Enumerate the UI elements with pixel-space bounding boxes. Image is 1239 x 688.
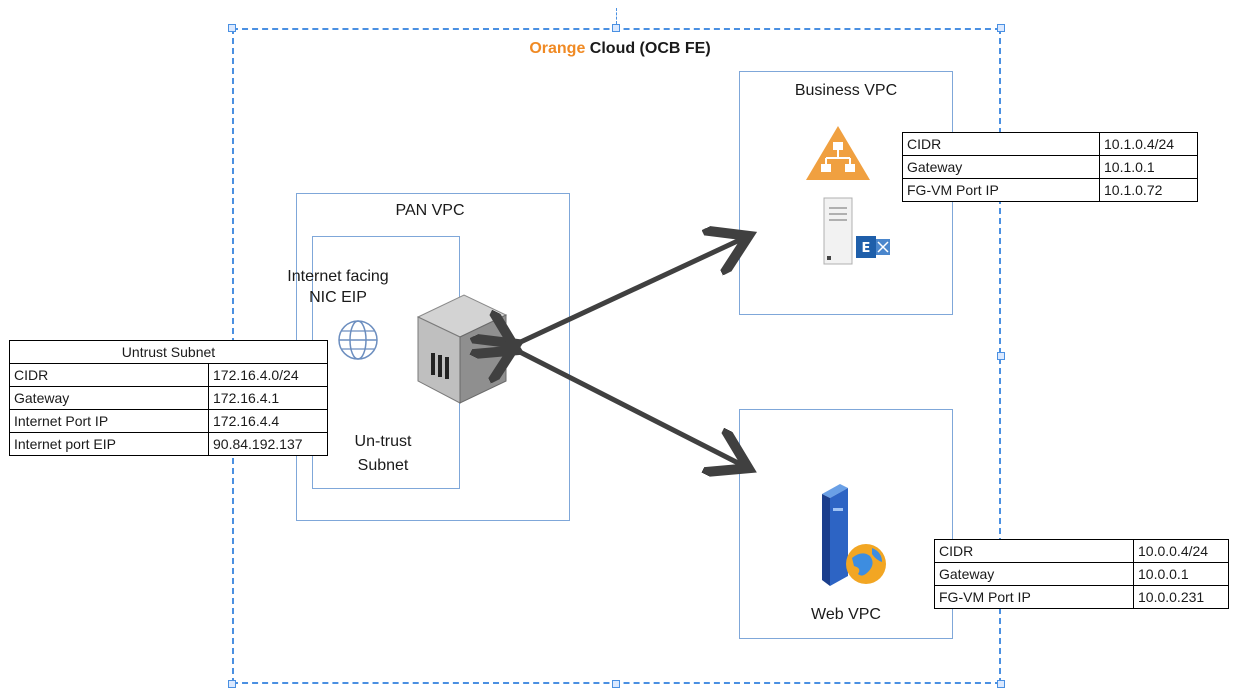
table-row: CIDR 10.1.0.4/24 xyxy=(902,132,1198,156)
table-key: CIDR xyxy=(902,132,1100,156)
table-row: CIDR 10.0.0.4/24 xyxy=(934,539,1229,563)
table-row: Internet Port IP 172.16.4.4 xyxy=(9,409,328,433)
table-key: Gateway xyxy=(934,562,1134,586)
table-key: FG-VM Port IP xyxy=(902,178,1100,202)
table-row: Gateway 172.16.4.1 xyxy=(9,386,328,410)
table-row: Gateway 10.0.0.1 xyxy=(934,562,1229,586)
table-row: FG-VM Port IP 10.1.0.72 xyxy=(902,178,1198,202)
internet-facing-line1: Internet facing xyxy=(287,268,389,285)
table-row: Internet port EIP 90.84.192.137 xyxy=(9,432,328,456)
table-key: CIDR xyxy=(934,539,1134,563)
table-value: 10.0.0.1 xyxy=(1133,562,1229,586)
table-key: Internet Port IP xyxy=(9,409,209,433)
resize-handle-mr[interactable] xyxy=(997,352,1005,360)
arrow-to-business-vpc xyxy=(512,238,744,346)
cloud-title-accent: Orange xyxy=(529,40,586,57)
resize-handle-tr[interactable] xyxy=(997,24,1005,32)
table-key: Gateway xyxy=(902,155,1100,179)
pan-vpc-label: PAN VPC xyxy=(395,202,465,219)
untrust-subnet-table: Untrust Subnet CIDR 172.16.4.0/24 Gatewa… xyxy=(9,340,328,456)
table-key: Internet port EIP xyxy=(9,432,209,456)
table-key: CIDR xyxy=(9,363,209,387)
table-row: Gateway 10.1.0.1 xyxy=(902,155,1198,179)
cloud-title: Orange Cloud (OCB FE) xyxy=(500,40,740,58)
untrust-table-header: Untrust Subnet xyxy=(9,340,328,364)
table-value: 172.16.4.4 xyxy=(208,409,328,433)
web-vpc-label: Web VPC xyxy=(811,606,881,623)
table-header-row: Untrust Subnet xyxy=(9,340,328,364)
web-vpc-box xyxy=(739,409,953,639)
untrust-subnet-label: Un-trust Subnet xyxy=(318,430,448,478)
exchange-server-icon: E xyxy=(822,196,894,266)
resize-handle-tl[interactable] xyxy=(228,24,236,32)
business-vpc-table: CIDR 10.1.0.4/24 Gateway 10.1.0.1 FG-VM … xyxy=(902,132,1198,202)
table-value: 10.0.0.4/24 xyxy=(1133,539,1229,563)
table-value: 10.1.0.72 xyxy=(1099,178,1198,202)
cloud-title-rest: Cloud (OCB FE) xyxy=(585,40,711,57)
resize-handle-tm[interactable] xyxy=(612,24,620,32)
table-value: 10.1.0.1 xyxy=(1099,155,1198,179)
table-value: 172.16.4.1 xyxy=(208,386,328,410)
table-row: CIDR 172.16.4.0/24 xyxy=(9,363,328,387)
web-vpc-table: CIDR 10.0.0.4/24 Gateway 10.0.0.1 FG-VM … xyxy=(934,539,1229,609)
untrust-line1: Un-trust xyxy=(354,433,412,450)
untrust-line2: Subnet xyxy=(357,457,409,474)
table-value: 10.0.0.231 xyxy=(1133,585,1229,609)
arrow-to-web-vpc xyxy=(512,348,744,466)
svg-text:E: E xyxy=(862,241,871,256)
web-server-icon xyxy=(818,480,890,590)
table-key: FG-VM Port IP xyxy=(934,585,1134,609)
table-row: FG-VM Port IP 10.0.0.231 xyxy=(934,585,1229,609)
network-topology-icon xyxy=(804,124,872,182)
table-key: Gateway xyxy=(9,386,209,410)
internet-facing-label: Internet facing NIC EIP xyxy=(268,266,408,308)
table-value: 90.84.192.137 xyxy=(208,432,328,456)
table-value: 172.16.4.0/24 xyxy=(208,363,328,387)
table-value: 10.1.0.4/24 xyxy=(1099,132,1198,156)
business-vpc-label: Business VPC xyxy=(794,82,898,99)
internet-facing-line2: NIC EIP xyxy=(309,289,367,306)
rotate-handle[interactable] xyxy=(616,8,618,24)
globe-icon xyxy=(336,318,380,362)
